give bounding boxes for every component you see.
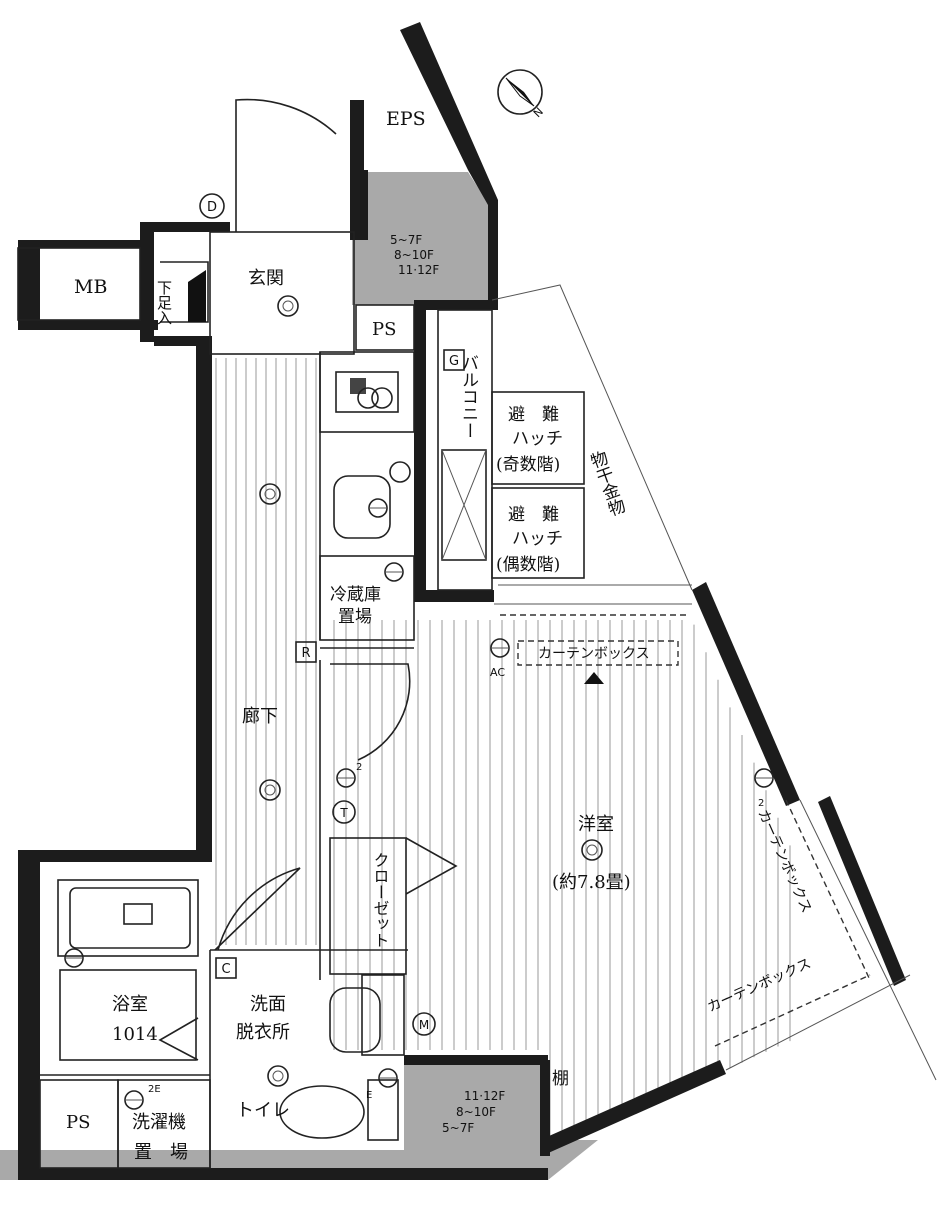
- curtain-box-bottom: [714, 974, 871, 1047]
- floor-bot-3: 5~7F: [442, 1121, 474, 1135]
- floor-top-3: 11·12F: [398, 263, 439, 277]
- label-getabako: 下足入: [155, 280, 173, 325]
- svg-text:D: D: [207, 200, 217, 215]
- outlet-icon: [64, 498, 774, 1110]
- label-hatch-odd-1: 避 難: [508, 405, 559, 425]
- label-bath-1: 浴室: [112, 994, 148, 1015]
- label-bath-2: 1014: [112, 1024, 158, 1045]
- marker-t: T: [332, 800, 356, 824]
- curtain-box-right: [785, 799, 871, 981]
- svg-text:T: T: [339, 806, 348, 820]
- svg-text:R: R: [301, 646, 310, 661]
- outlet-label-e: E: [366, 1090, 372, 1101]
- label-ps-top: PS: [372, 319, 396, 340]
- svg-text:M: M: [419, 1018, 429, 1032]
- shaft-top: [352, 172, 490, 305]
- bathtub-icon: [69, 887, 191, 949]
- stove-icon: [335, 371, 399, 413]
- marker-g: G: [443, 349, 465, 371]
- marker-d: D: [199, 193, 225, 219]
- outlet-label-2b: 2: [758, 798, 764, 809]
- label-hatch-even-2: ハッチ: [512, 529, 563, 549]
- label-western-2: (約7.8畳): [552, 872, 631, 893]
- label-washer-1: 洗濯機: [132, 1112, 186, 1133]
- label-fridge-2: 置場: [338, 607, 372, 627]
- label-balcony: バルコニー: [458, 354, 478, 439]
- label-fridge-1: 冷蔵庫: [330, 585, 381, 605]
- floor-bot-2: 8~10F: [456, 1105, 496, 1119]
- label-curtain-top: カーテンボックス: [538, 646, 650, 662]
- svg-text:C: C: [221, 962, 230, 977]
- compass-icon: [497, 69, 543, 115]
- label-ps-bottom: PS: [66, 1112, 90, 1133]
- label-hatch-even-1: 避 難: [508, 505, 559, 525]
- label-monohoshi: 物干金物: [585, 448, 628, 519]
- label-western-1: 洋室: [578, 814, 614, 835]
- getabako-mark: [188, 270, 206, 322]
- label-hatch-odd-3: (奇数階): [496, 455, 560, 475]
- marker-m: M: [412, 1012, 436, 1036]
- triangle-marker-icon: [584, 672, 604, 684]
- label-hatch-odd-2: ハッチ: [512, 429, 563, 449]
- label-genkan: 玄関: [248, 268, 284, 289]
- toilet-icon: [279, 1079, 399, 1141]
- ceiling-light-icon: [259, 295, 603, 1087]
- marker-c: C: [215, 957, 237, 979]
- western-room-floorboards: [333, 620, 791, 1150]
- label-mb: MB: [74, 276, 107, 298]
- label-closet: クローゼット: [371, 852, 390, 948]
- svg-text:G: G: [449, 354, 459, 369]
- outlet-label-2a: 2: [356, 762, 362, 773]
- label-toilet: トイレ: [236, 1100, 290, 1121]
- label-washroom-1: 洗面: [250, 994, 286, 1015]
- sink-icon: [329, 461, 411, 1053]
- label-ac: AC: [490, 666, 505, 679]
- floor-top-1: 5~7F: [390, 233, 422, 247]
- compass-label: N: [531, 105, 546, 120]
- floor-bot-1: 11·12F: [464, 1089, 505, 1103]
- label-washroom-2: 脱衣所: [236, 1022, 290, 1043]
- outer-walls: [18, 22, 906, 1180]
- label-eps: EPS: [386, 108, 426, 130]
- label-curtain-bottom: カーテンボックス: [705, 956, 813, 1016]
- label-corridor: 廊下: [242, 706, 278, 727]
- marker-r: R: [295, 641, 317, 663]
- curtain-box-label-frame: [517, 640, 679, 666]
- label-curtain-right: カーテンボックス: [754, 807, 814, 915]
- partitions: [17, 231, 937, 1169]
- label-shelf: 棚: [552, 1069, 569, 1089]
- door-swing-icon: [158, 98, 458, 1061]
- outlet-label-2e: 2E: [148, 1084, 161, 1095]
- label-washer-2: 置 場: [134, 1142, 188, 1163]
- label-hatch-even-3: (偶数階): [496, 555, 560, 575]
- floor-top-2: 8~10F: [394, 248, 434, 262]
